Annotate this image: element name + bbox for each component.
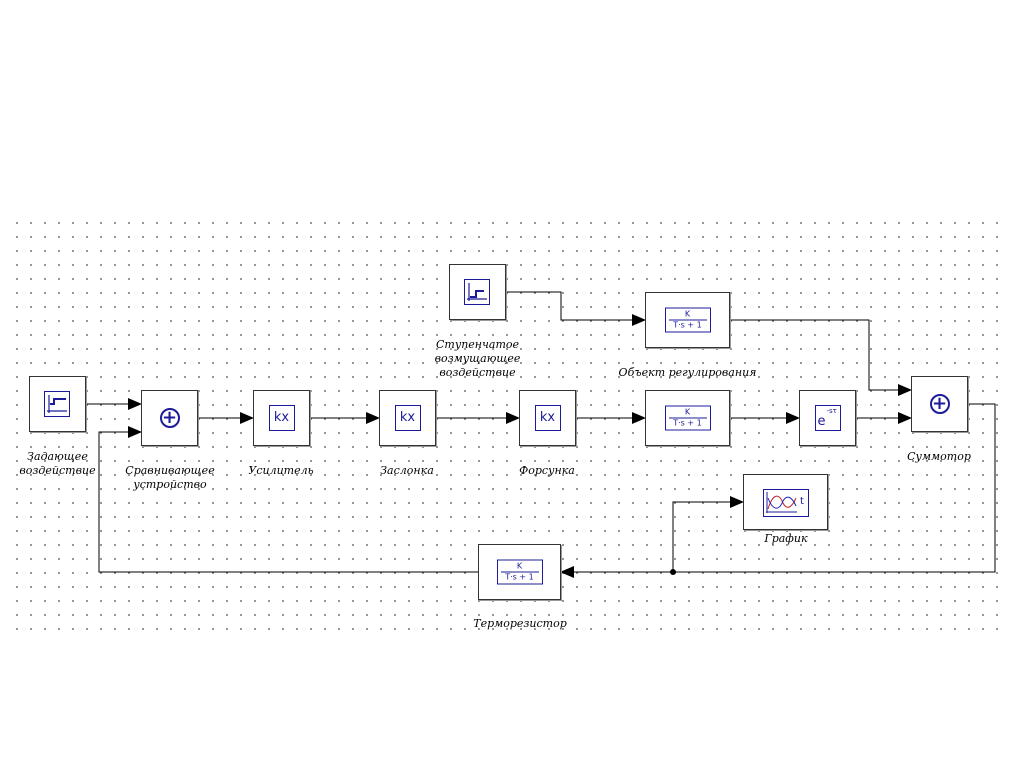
step-signal-icon bbox=[44, 391, 70, 417]
nozzle-block[interactable]: kx bbox=[519, 390, 576, 446]
link-plantdist-summator bbox=[730, 319, 912, 396]
amplifier-block[interactable]: kx bbox=[253, 390, 310, 446]
transfer-function-icon: K T·s + 1 bbox=[664, 307, 711, 333]
nozzle-label: Форсунка bbox=[519, 464, 575, 477]
link-thermistor-comparator bbox=[98, 426, 478, 573]
plant-main-block[interactable]: K T·s + 1 bbox=[645, 390, 730, 446]
comparator-block[interactable]: + bbox=[141, 390, 198, 446]
branch-point bbox=[670, 569, 676, 575]
transfer-function-icon: K T·s + 1 bbox=[496, 559, 543, 585]
link-disturbance-plant bbox=[506, 291, 646, 326]
gain-icon: kx bbox=[534, 405, 561, 431]
summator-block[interactable]: + bbox=[911, 376, 968, 432]
damper-block[interactable]: kx bbox=[379, 390, 436, 446]
link-branch-graph bbox=[672, 496, 744, 572]
thermistor-label: Терморезистор bbox=[473, 617, 567, 630]
disturbance-label: Ступенчатое возмущающее воздействие bbox=[434, 338, 521, 379]
step-signal-icon bbox=[464, 279, 490, 305]
plot-scope-icon: t bbox=[763, 489, 809, 517]
plant-disturbance-block[interactable]: K T·s + 1 bbox=[645, 292, 730, 348]
setpoint-block[interactable] bbox=[29, 376, 86, 432]
delay-block[interactable]: e -sτ bbox=[799, 390, 856, 446]
summator-label: Суммотор bbox=[907, 450, 971, 463]
gain-icon: kx bbox=[394, 405, 421, 431]
graph-label: График bbox=[764, 532, 808, 545]
disturbance-block[interactable] bbox=[449, 264, 506, 320]
transport-delay-icon: e -sτ bbox=[814, 405, 841, 431]
transfer-function-icon: K T·s + 1 bbox=[664, 405, 711, 431]
link-summator-feedback bbox=[560, 403, 996, 578]
gain-icon: kx bbox=[268, 405, 295, 431]
amplifier-label: Усилитель bbox=[248, 464, 314, 477]
summing-junction-icon: + bbox=[159, 408, 180, 428]
setpoint-label: Задающее воздействие bbox=[19, 450, 96, 477]
axis-t-label: t bbox=[800, 496, 804, 507]
comparator-label: Сравнивающее устройство bbox=[125, 464, 215, 491]
graph-block[interactable]: t bbox=[743, 474, 828, 530]
plant-disturbance-label: Объект регулирования bbox=[618, 366, 757, 379]
damper-label: Заслонка bbox=[380, 464, 434, 477]
thermistor-block[interactable]: K T·s + 1 bbox=[478, 544, 561, 600]
summing-junction-icon: + bbox=[929, 394, 950, 414]
